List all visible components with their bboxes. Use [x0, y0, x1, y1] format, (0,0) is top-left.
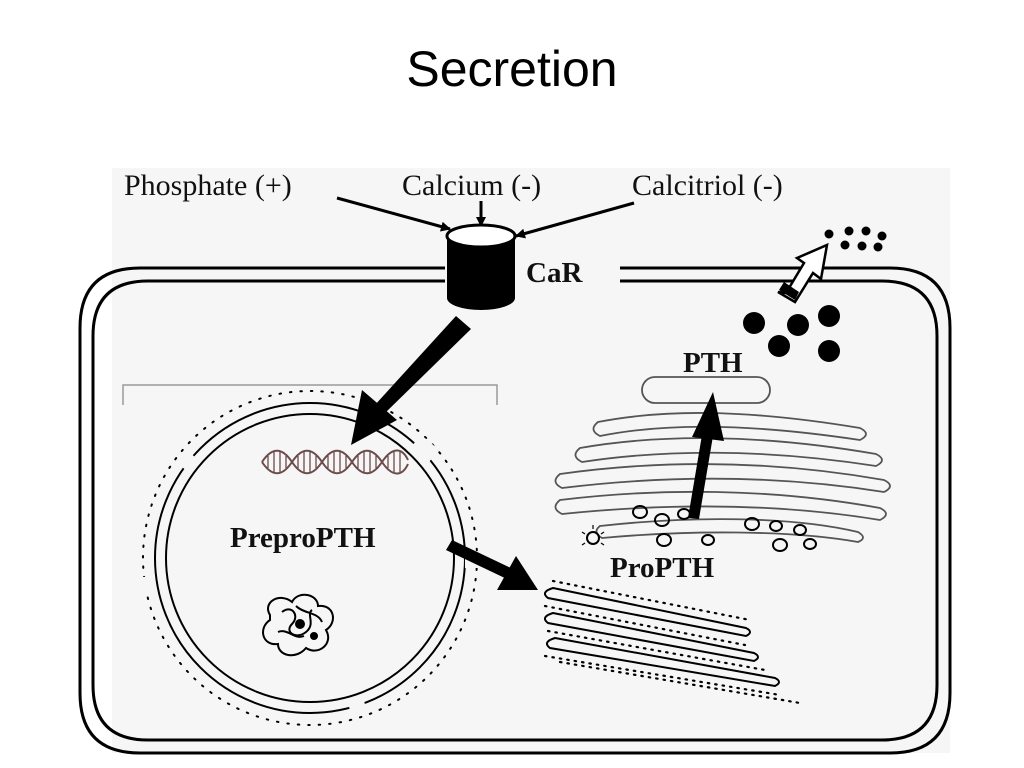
golgi-apparatus — [554, 376, 891, 543]
released-hormone — [824, 226, 887, 252]
secretory-granules — [743, 305, 840, 362]
maturation-arrow — [688, 392, 724, 519]
receptor-icon — [445, 223, 517, 310]
label-receptor: CaR — [526, 257, 583, 289]
cell-membrane — [78, 266, 952, 755]
exocytosis-arrow — [777, 242, 829, 304]
label-calcitriol: Calcitriol (-) — [632, 169, 783, 202]
label-phosphate: Phosphate (+) — [124, 169, 292, 202]
rough-er — [543, 579, 802, 705]
label-calcium: Calcium (-) — [402, 169, 541, 202]
regulator-arrows — [336, 196, 635, 239]
slide-title: Secretion — [406, 41, 618, 97]
dna-icon — [261, 449, 409, 475]
nucleolus-icon — [262, 593, 334, 657]
label-pth: PTH — [683, 347, 743, 379]
label-propth: ProPTH — [610, 552, 715, 584]
transport-arrow-to-er — [446, 540, 538, 590]
label-prepropth: PreproPTH — [230, 522, 376, 554]
vesicles — [581, 505, 817, 552]
bracket-line — [122, 384, 498, 405]
